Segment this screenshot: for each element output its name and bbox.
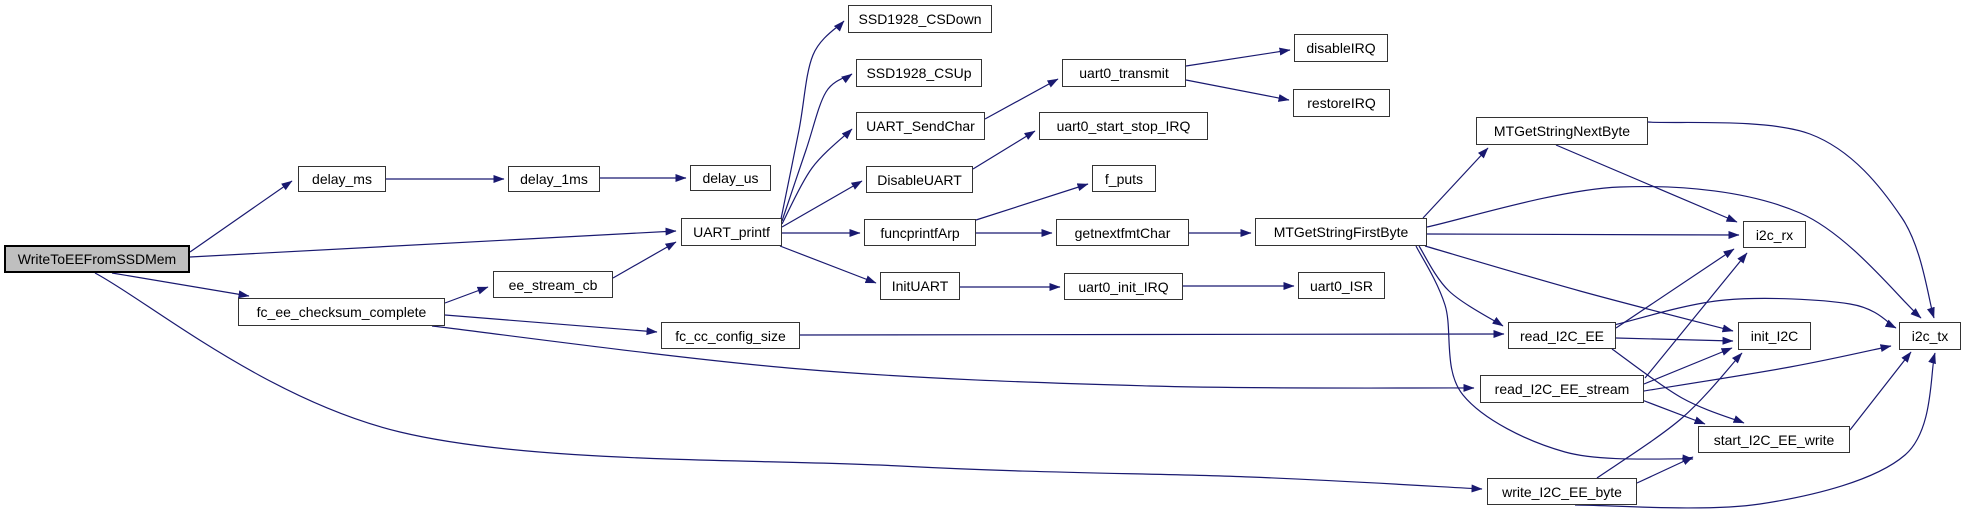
edge-writetoeefromssdmem-to-fc_ee_checksum_complete bbox=[111, 272, 250, 299]
node-f_puts[interactable]: f_puts bbox=[1092, 165, 1156, 192]
node-ssd1928_csdown[interactable]: SSD1928_CSDown bbox=[848, 5, 992, 33]
edge-fc_ee_checksum_complete-to-ee_stream_cb bbox=[444, 286, 489, 304]
edge-uart0_transmit-to-disableirq bbox=[1185, 47, 1291, 67]
edge-uart_printf-to-ssd1928_csdown bbox=[780, 20, 845, 220]
edge-uart_printf-to-ssd1928_csup bbox=[781, 73, 853, 222]
edge-mtgetstringfirstbyte-to-mtgetstringnextbyte bbox=[1422, 147, 1489, 219]
edge-write_i2c_ee_byte-to-start_i2c_ee_write bbox=[1636, 456, 1694, 484]
edge-mtgetstringfirstbyte-to-i2c_rx bbox=[1426, 230, 1740, 239]
edge-read_i2c_ee_stream-to-start_i2c_ee_write bbox=[1641, 399, 1706, 425]
node-i2c_tx[interactable]: i2c_tx bbox=[1899, 322, 1961, 350]
edge-read_i2c_ee_stream-to-i2c_tx bbox=[1643, 344, 1892, 392]
node-fc_ee_checksum_complete[interactable]: fc_ee_checksum_complete bbox=[238, 298, 445, 326]
edge-read_i2c_ee-to-i2c_rx bbox=[1615, 248, 1735, 329]
edge-writetoeefromssdmem-to-uart_printf bbox=[189, 227, 677, 258]
node-i2c_rx[interactable]: i2c_rx bbox=[1743, 221, 1806, 248]
edge-mtgetstringnextbyte-to-i2c_rx bbox=[1555, 144, 1738, 223]
node-read_i2c_ee[interactable]: read_I2C_EE bbox=[1508, 322, 1616, 349]
edge-ee_stream_cb-to-uart_printf bbox=[612, 241, 677, 279]
edge-mtgetstringnextbyte-to-i2c_tx bbox=[1647, 121, 1935, 319]
node-getnextfmtchar[interactable]: getnextfmtChar bbox=[1056, 219, 1189, 246]
node-writetoeefromssdmem[interactable]: WriteToEEFromSSDMem bbox=[4, 245, 190, 273]
edge-start_i2c_ee_write-to-i2c_tx bbox=[1849, 351, 1912, 431]
edge-uart_printf-to-inituart bbox=[779, 245, 877, 284]
node-uart0_init_irq[interactable]: uart0_init_IRQ bbox=[1064, 273, 1183, 300]
edge-mtgetstringfirstbyte-to-init_i2c bbox=[1424, 245, 1734, 333]
edge-writetoeefromssdmem-to-write_i2c_ee_byte bbox=[94, 272, 1483, 493]
node-init_i2c[interactable]: init_I2C bbox=[1738, 322, 1811, 350]
node-restoreirq[interactable]: restoreIRQ bbox=[1293, 89, 1390, 117]
node-delay_us[interactable]: delay_us bbox=[690, 165, 771, 191]
edge-mtgetstringfirstbyte-to-i2c_tx bbox=[1426, 185, 1922, 319]
edge-disableuart-to-uart0_start_stop_irq bbox=[972, 130, 1036, 170]
edge-read_i2c_ee-to-i2c_tx bbox=[1613, 297, 1897, 329]
node-ee_stream_cb[interactable]: ee_stream_cb bbox=[493, 271, 613, 298]
edge-writetoeefromssdmem-to-delay_ms bbox=[189, 180, 293, 253]
node-mtgetstringfirstbyte[interactable]: MTGetStringFirstByte bbox=[1255, 218, 1427, 246]
edge-uart_printf-to-uart_sendchar bbox=[781, 128, 853, 225]
node-uart0_transmit[interactable]: uart0_transmit bbox=[1062, 59, 1186, 87]
node-start_i2c_ee_write[interactable]: start_I2C_EE_write bbox=[1698, 426, 1850, 453]
edge-read_i2c_ee-to-start_i2c_ee_write bbox=[1611, 348, 1745, 424]
edge-mtgetstringfirstbyte-to-read_i2c_ee bbox=[1418, 245, 1504, 327]
edge-read_i2c_ee-to-init_i2c bbox=[1615, 336, 1734, 345]
edge-mtgetstringfirstbyte-to-start_i2c_ee_write bbox=[1415, 245, 1694, 463]
node-disableirq[interactable]: disableIRQ bbox=[1294, 34, 1388, 62]
edge-fc_ee_checksum_complete-to-read_i2c_ee_stream bbox=[431, 325, 1475, 392]
node-read_i2c_ee_stream[interactable]: read_I2C_EE_stream bbox=[1480, 375, 1644, 403]
edge-read_i2c_ee_stream-to-init_i2c bbox=[1643, 347, 1733, 385]
node-ssd1928_csup[interactable]: SSD1928_CSUp bbox=[856, 59, 982, 87]
edge-uart0_transmit-to-restoreirq bbox=[1185, 79, 1290, 102]
node-funcprintfarp[interactable]: funcprintfArp bbox=[864, 219, 976, 246]
node-uart0_isr[interactable]: uart0_ISR bbox=[1298, 272, 1385, 299]
edge-uart_sendchar-to-uart0_transmit bbox=[984, 78, 1059, 120]
edge-fc_ee_checksum_complete-to-fc_cc_config_size bbox=[444, 314, 658, 336]
node-write_i2c_ee_byte[interactable]: write_I2C_EE_byte bbox=[1487, 478, 1637, 505]
node-disableuart[interactable]: DisableUART bbox=[866, 166, 973, 193]
node-delay_1ms[interactable]: delay_1ms bbox=[508, 166, 600, 192]
node-uart_sendchar[interactable]: UART_SendChar bbox=[856, 112, 985, 140]
edge-funcprintfarp-to-f_puts bbox=[975, 183, 1089, 221]
edge-write_i2c_ee_byte-to-i2c_tx bbox=[1574, 352, 1936, 509]
node-fc_cc_config_size[interactable]: fc_cc_config_size bbox=[661, 322, 800, 349]
node-mtgetstringnextbyte[interactable]: MTGetStringNextByte bbox=[1476, 117, 1648, 145]
node-delay_ms[interactable]: delay_ms bbox=[298, 166, 386, 192]
edge-read_i2c_ee_stream-to-i2c_rx bbox=[1644, 252, 1748, 379]
edge-fc_cc_config_size-to-read_i2c_ee bbox=[799, 330, 1505, 339]
edge-uart_printf-to-disableuart bbox=[781, 180, 863, 228]
edge-write_i2c_ee_byte-to-init_i2c bbox=[1596, 352, 1743, 479]
node-inituart[interactable]: InitUART bbox=[880, 272, 960, 300]
node-uart0_start_stop_irq[interactable]: uart0_start_stop_IRQ bbox=[1039, 112, 1208, 140]
node-uart_printf[interactable]: UART_printf bbox=[681, 218, 782, 246]
